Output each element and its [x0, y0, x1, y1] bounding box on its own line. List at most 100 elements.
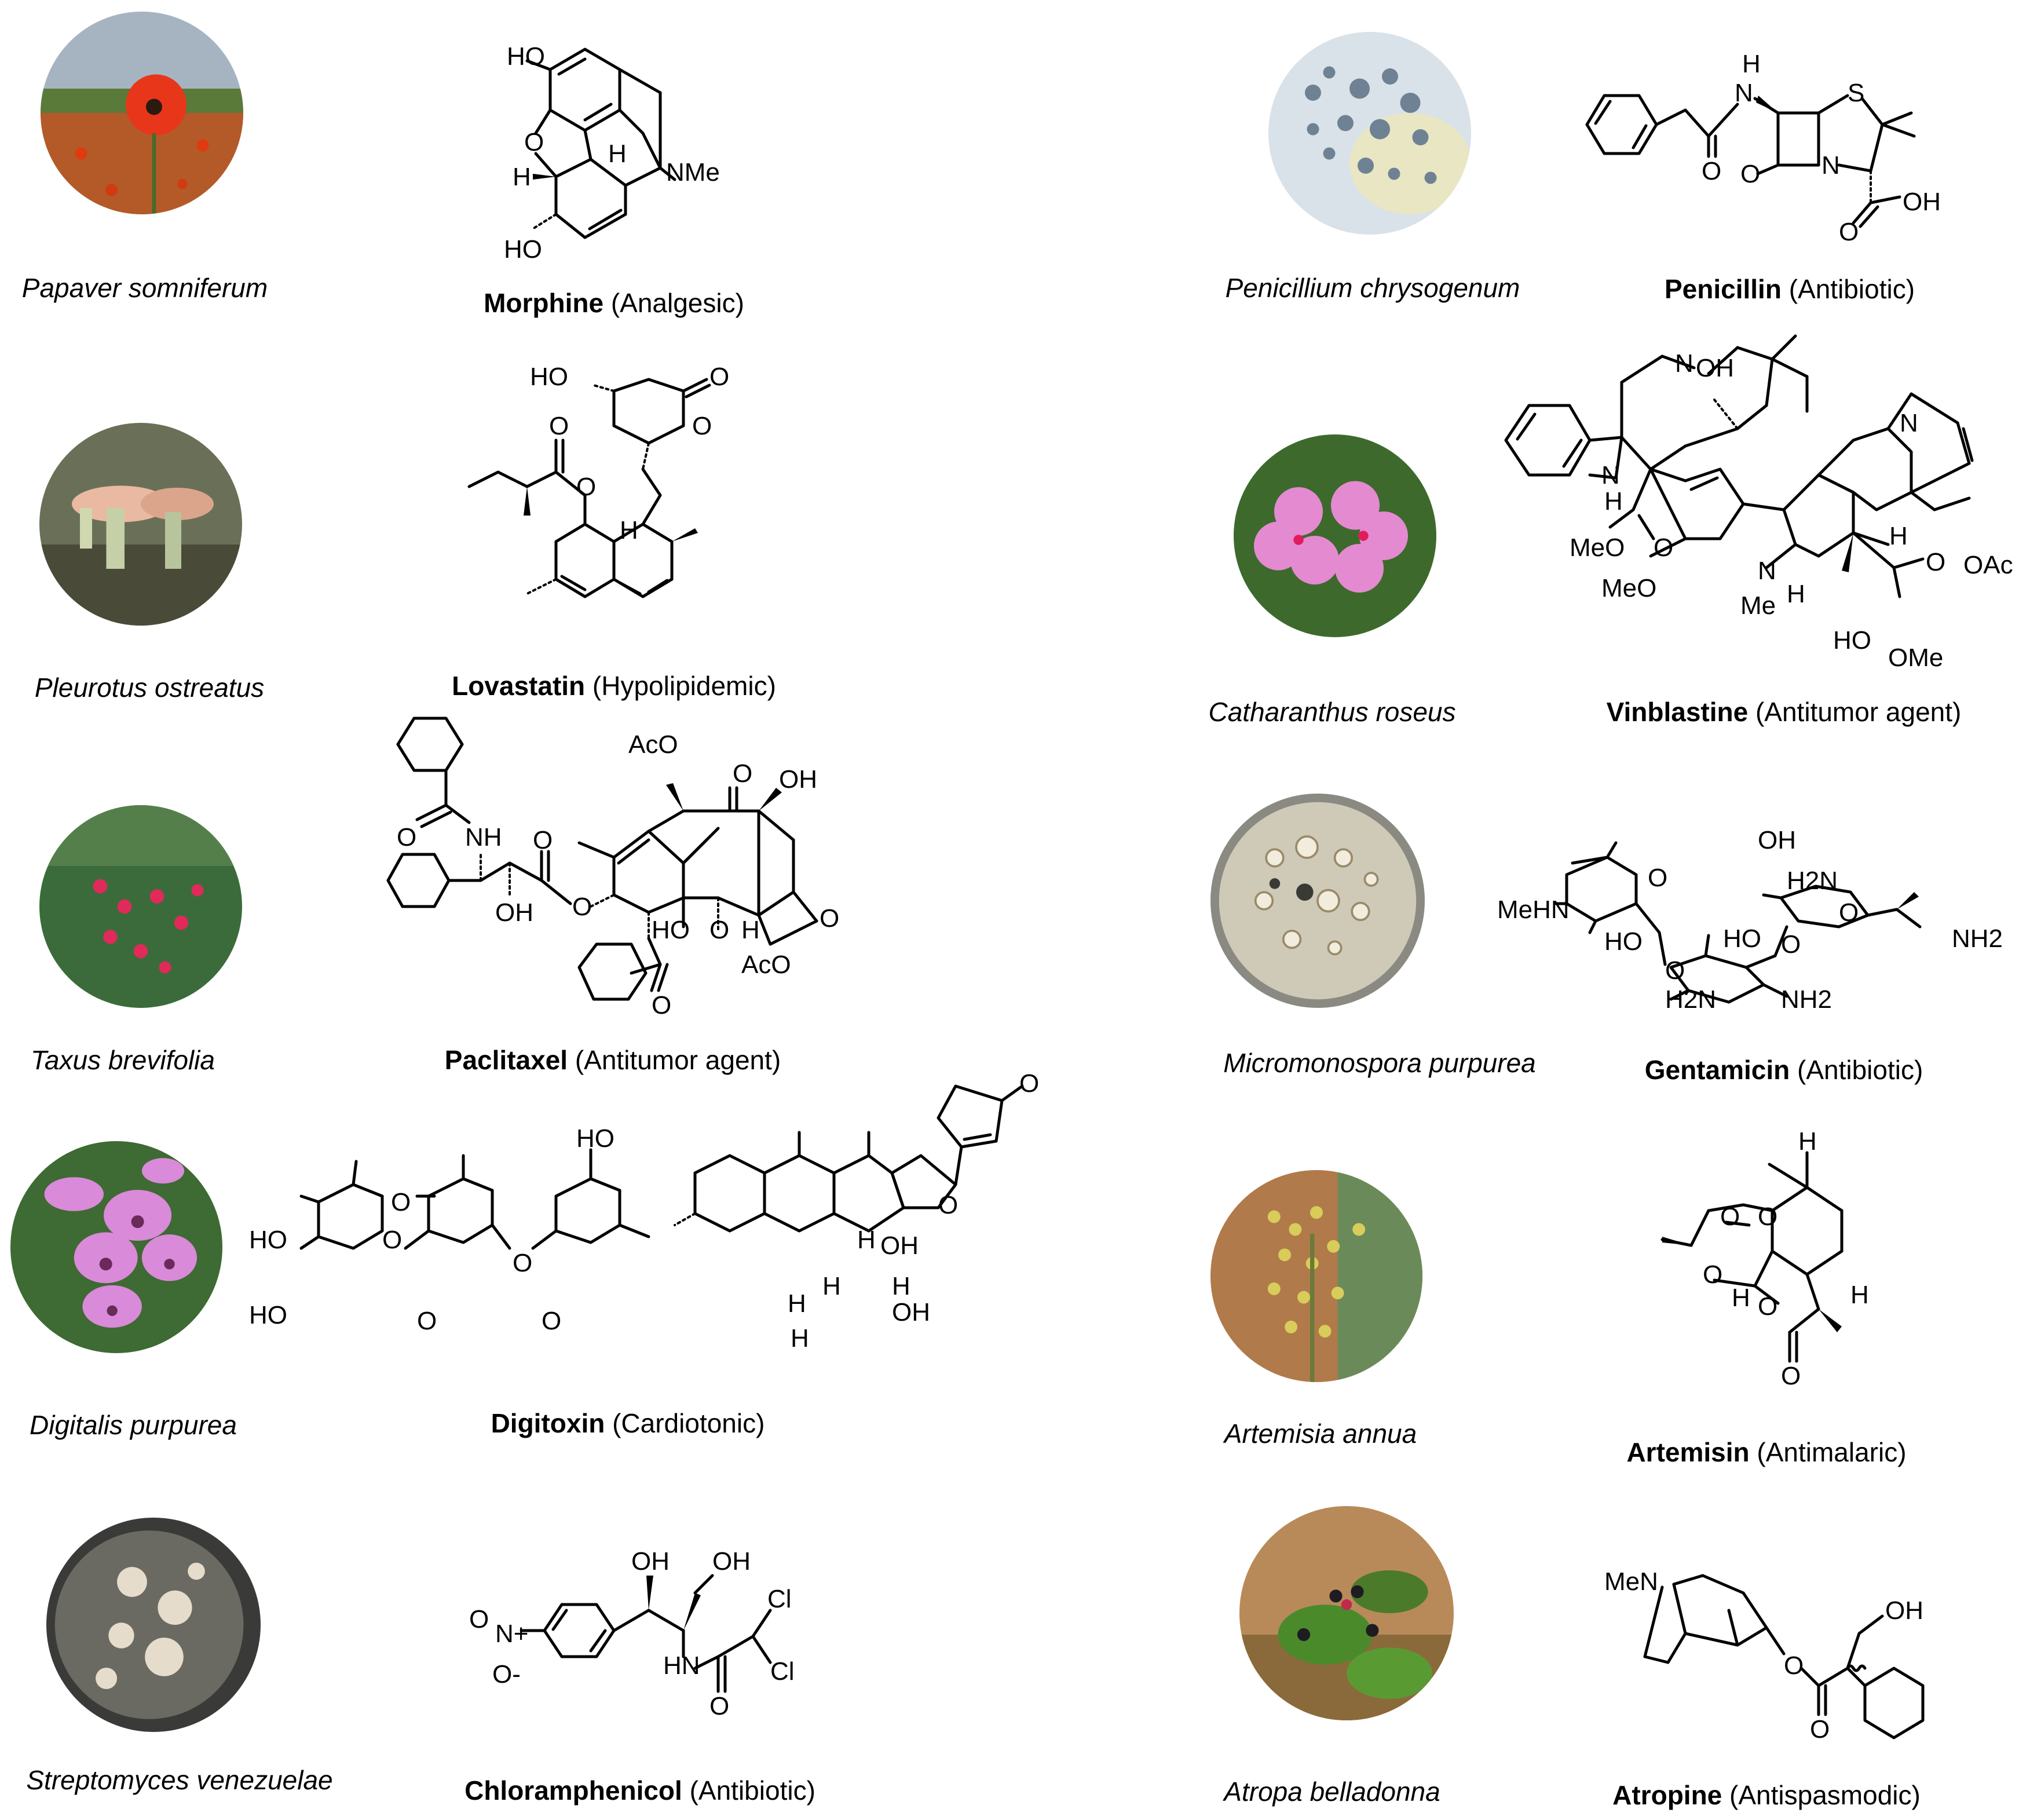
- atom-label: H: [1732, 1284, 1750, 1312]
- compound-name: Paclitaxel: [444, 1045, 568, 1075]
- atom-label: O: [652, 991, 671, 1019]
- species-label: Papaver somniferum: [21, 273, 268, 303]
- species-label: Atropa belladonna: [1224, 1777, 1440, 1807]
- compound-activity: (Antispasmodic): [1729, 1780, 1921, 1810]
- atom-label: O: [576, 473, 596, 501]
- compound-name: Atropine: [1612, 1780, 1722, 1810]
- atom-label: H: [741, 916, 760, 944]
- atom-label: O: [1654, 533, 1673, 562]
- atom-label: O: [572, 893, 592, 921]
- compound-caption: Morphine (Analgesic): [484, 287, 744, 319]
- atom-label: H: [608, 140, 627, 168]
- atom-label: O: [1839, 218, 1859, 246]
- atom-label: O: [709, 916, 729, 944]
- atom-label: N: [1821, 151, 1840, 180]
- compound-name: Artemisin: [1626, 1437, 1750, 1467]
- atom-label: O: [1781, 1362, 1801, 1390]
- atom-label: HO: [1723, 924, 1761, 953]
- species-label: Streptomyces venezuelae: [26, 1765, 333, 1795]
- structure-paclitaxel: AcO O OH O NH O O OH HO O H O AcO O: [386, 717, 839, 1019]
- photo-streptomyces-venezuelae: [46, 1518, 261, 1732]
- atom-label: O: [1019, 1069, 1039, 1098]
- atom-label: O: [1784, 1651, 1804, 1680]
- compound-caption: Gentamicin (Antibiotic): [1645, 1054, 1923, 1086]
- atom-label: OH: [495, 898, 533, 927]
- atom-label: O: [1740, 160, 1760, 188]
- structure-morphine: HO O H H NMe HO: [504, 42, 720, 264]
- compound-name: Vinblastine: [1606, 697, 1749, 727]
- atom-label: O: [1720, 1203, 1740, 1231]
- atom-label: O: [533, 826, 553, 854]
- structure-artemisin: H O O O H O H O: [1660, 1127, 1869, 1390]
- atom-label: O: [1703, 1260, 1722, 1289]
- atom-label: O: [469, 1605, 489, 1633]
- atom-label: HO: [249, 1226, 287, 1254]
- compound-name: Digitoxin: [491, 1408, 605, 1438]
- compound-name: Penicillin: [1664, 274, 1782, 304]
- structure-vinblastine: OH N N H N MeO O MeO N Me H H OAc O HO O…: [1504, 334, 2013, 672]
- structure-gentamicin: OH O MeHN HO O HO H2N O O NH2 H2N NH2: [1497, 826, 2003, 1014]
- atom-label: HN: [663, 1651, 700, 1680]
- atom-label: MeN: [1604, 1567, 1658, 1596]
- atom-label: MeHN: [1497, 896, 1570, 924]
- atom-label: H: [822, 1272, 841, 1300]
- atom-label: OMe: [1888, 644, 1943, 672]
- compound-activity: (Antibiotic): [689, 1775, 815, 1806]
- compound-caption: Artemisin (Antimalaric): [1626, 1437, 1906, 1468]
- atom-label: H: [1742, 50, 1761, 78]
- atom-label: O: [1810, 1715, 1830, 1744]
- photo-pleurotus-ostreatus: [39, 423, 242, 626]
- atom-label: N: [1601, 461, 1620, 489]
- atom-label: H: [1850, 1281, 1869, 1309]
- atom-label: H: [857, 1226, 876, 1254]
- atom-label: OH: [779, 765, 817, 794]
- atom-label: O: [1702, 157, 1721, 185]
- atom-label: NH: [465, 823, 502, 851]
- compound-name: Lovastatin: [452, 671, 586, 701]
- atom-label: OAc: [1963, 551, 2013, 579]
- atom-label: S: [1848, 79, 1864, 107]
- atom-label: O: [391, 1188, 411, 1216]
- atom-label: HO: [530, 363, 568, 391]
- atom-label: O: [417, 1307, 437, 1335]
- photo-artemisia-annua: [1210, 1170, 1422, 1382]
- photo-atropa-belladonna: [1239, 1506, 1454, 1720]
- structure-digitoxin: O O OH H HO O HO O HO O O O H H H OH H: [249, 1069, 1039, 1353]
- photo-micromonospora-purpurea: [1210, 794, 1425, 1008]
- atom-label: MeO: [1601, 574, 1656, 602]
- compound-activity: (Antitumor agent): [575, 1045, 781, 1075]
- atom-label: OH: [1885, 1596, 1923, 1625]
- compound-name: Gentamicin: [1644, 1055, 1790, 1085]
- atom-label: NH2: [1781, 985, 1832, 1014]
- compound-activity: (Analgesic): [610, 288, 744, 318]
- atom-label: O: [1648, 864, 1667, 892]
- atom-label: H: [1889, 522, 1908, 550]
- atom-label: H: [1787, 580, 1805, 608]
- atom-label: Cl: [767, 1585, 792, 1613]
- structure-atropine: MeN OH O O: [1604, 1567, 1925, 1744]
- atom-label: H: [788, 1289, 806, 1318]
- structure-chloramphenicol: OH OH Cl O N+ HN Cl O- O: [469, 1547, 795, 1720]
- species-label: Digitalis purpurea: [30, 1410, 237, 1440]
- compound-activity: (Antibiotic): [1797, 1055, 1923, 1085]
- atom-label: H2N: [1665, 985, 1716, 1014]
- atom-label: OH: [1903, 188, 1941, 216]
- atom-label: OH: [1696, 354, 1734, 382]
- compound-activity: (Cardiotonic): [612, 1408, 765, 1438]
- atom-label: H: [513, 163, 531, 191]
- atom-label: OH: [712, 1547, 751, 1576]
- compound-caption: Atropine (Antispasmodic): [1612, 1779, 1921, 1811]
- atom-label: HO: [1604, 927, 1643, 956]
- compound-name: Chloramphenicol: [464, 1775, 682, 1806]
- atom-label: O: [1839, 898, 1859, 927]
- atom-label: O: [692, 412, 712, 440]
- compound-activity: (Hypolipidemic): [592, 671, 776, 701]
- compound-name: Morphine: [484, 288, 604, 318]
- compound-caption: Chloramphenicol (Antibiotic): [464, 1775, 815, 1806]
- atom-label: O: [1758, 1292, 1777, 1321]
- compound-caption: Vinblastine (Antitumor agent): [1607, 696, 1962, 728]
- atom-label: O: [397, 823, 416, 851]
- atom-label: HO: [504, 235, 542, 264]
- atom-label: MeO: [1570, 533, 1625, 562]
